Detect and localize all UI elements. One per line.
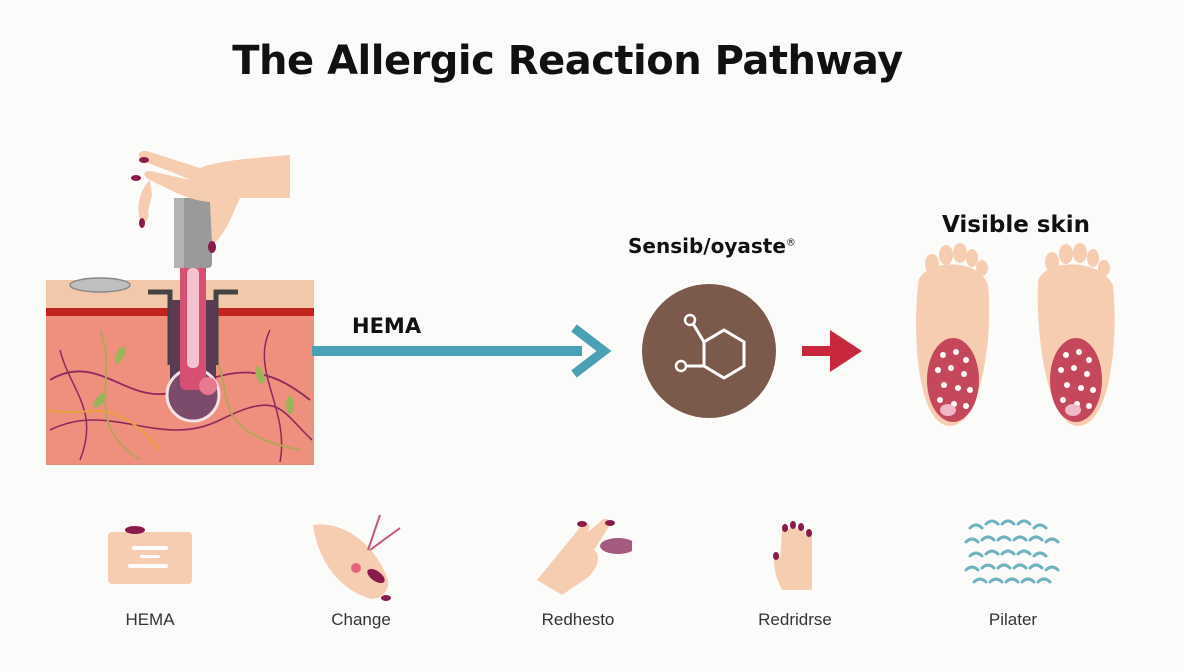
- hand-rash-icon: [537, 518, 632, 595]
- stage-label-redridrse: Redridrse: [758, 610, 832, 629]
- skin-patch-icon: [108, 526, 192, 584]
- visible-skin-label: Visible skin: [942, 212, 1091, 238]
- stage-label-redhesto: Redhesto: [541, 610, 615, 629]
- sensitizer-label: Sensib/oyaste®: [628, 234, 796, 258]
- molecule-icon: [642, 284, 776, 418]
- hema-arrow-label: HEMA: [352, 314, 422, 338]
- registered-mark: ®: [785, 237, 796, 249]
- stage-label-pilater: Pilater: [988, 610, 1038, 629]
- main-pathway-arrow: [312, 324, 612, 378]
- stage-label-hema: HEMA: [125, 610, 175, 629]
- hand-dropper-icon: [313, 514, 401, 601]
- stage-label-change: Change: [331, 610, 391, 629]
- raised-hand-icon: [773, 521, 812, 590]
- reaction-arrow: [802, 330, 862, 372]
- diagram-title: The Allergic Reaction Pathway: [232, 38, 903, 84]
- texture-pattern-icon: [964, 519, 1060, 584]
- skin-cross-section-illustration: [46, 150, 314, 465]
- feet-rash-illustration: [916, 243, 1115, 426]
- sensitizer-label-text: Sensib/oyaste: [628, 234, 786, 258]
